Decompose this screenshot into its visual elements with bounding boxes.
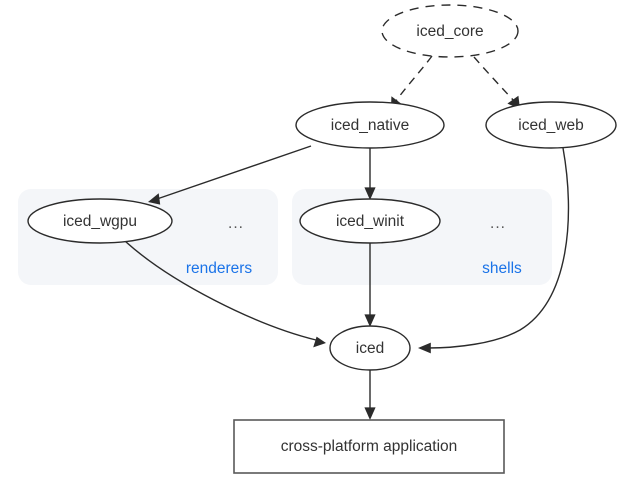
- node-iced-web[interactable]: iced_web: [485, 101, 617, 149]
- node-iced[interactable]: iced: [329, 325, 411, 371]
- edge-iced-core-to-iced-native: [391, 55, 433, 110]
- node-iced-wgpu[interactable]: iced_wgpu: [27, 198, 173, 244]
- node-iced-native[interactable]: iced_native: [295, 101, 445, 149]
- arrow-head: [364, 187, 376, 200]
- node-application-label: cross-platform application: [281, 438, 458, 455]
- node-application-shape[interactable]: [233, 419, 505, 474]
- node-iced-winit-label: iced_winit: [336, 213, 405, 230]
- edge-iced-wgpu-to-iced: [124, 240, 326, 348]
- node-iced-winit[interactable]: iced_winit: [299, 198, 441, 244]
- arrow-head: [148, 193, 161, 205]
- node-iced-native-label: iced_native: [331, 117, 409, 134]
- arrow-head: [364, 407, 376, 420]
- edge-iced-web-to-iced: [418, 147, 570, 354]
- edge-line: [427, 147, 570, 349]
- node-iced-winit-shape[interactable]: [299, 198, 441, 244]
- arrow-head: [313, 336, 326, 348]
- node-iced-native-shape[interactable]: [295, 101, 445, 149]
- edge-line: [156, 145, 312, 200]
- renderers-ellipsis-label: ...: [228, 215, 244, 232]
- edge-line: [124, 240, 317, 341]
- arrow-head: [364, 314, 376, 327]
- shells-ellipsis-label: ...: [490, 215, 506, 232]
- edge-iced-native-to-iced-wgpu: [148, 145, 312, 205]
- edge-iced-native-to-iced-winit: [364, 147, 376, 200]
- edge-iced-winit-to-iced: [364, 243, 376, 327]
- node-iced-core-label: iced_core: [416, 23, 483, 40]
- node-iced-shape[interactable]: [329, 325, 411, 371]
- cluster-renderers-label: renderers: [186, 260, 253, 277]
- node-iced-wgpu-label: iced_wgpu: [63, 213, 137, 230]
- cluster-shells-label: shells: [482, 260, 522, 277]
- node-iced-core-shape[interactable]: [381, 4, 519, 58]
- node-iced-web-label: iced_web: [518, 117, 584, 134]
- edge-iced-to-application: [364, 370, 376, 420]
- node-iced-label: iced: [356, 340, 384, 357]
- edge-iced-core-to-iced-web: [473, 56, 520, 109]
- node-iced-wgpu-shape[interactable]: [27, 198, 173, 244]
- node-application[interactable]: cross-platform application: [233, 419, 505, 474]
- node-iced-web-shape[interactable]: [485, 101, 617, 149]
- edge-line: [473, 56, 515, 102]
- arrow-head: [418, 342, 431, 354]
- node-iced-core[interactable]: iced_core: [381, 4, 519, 58]
- edge-line: [395, 55, 433, 102]
